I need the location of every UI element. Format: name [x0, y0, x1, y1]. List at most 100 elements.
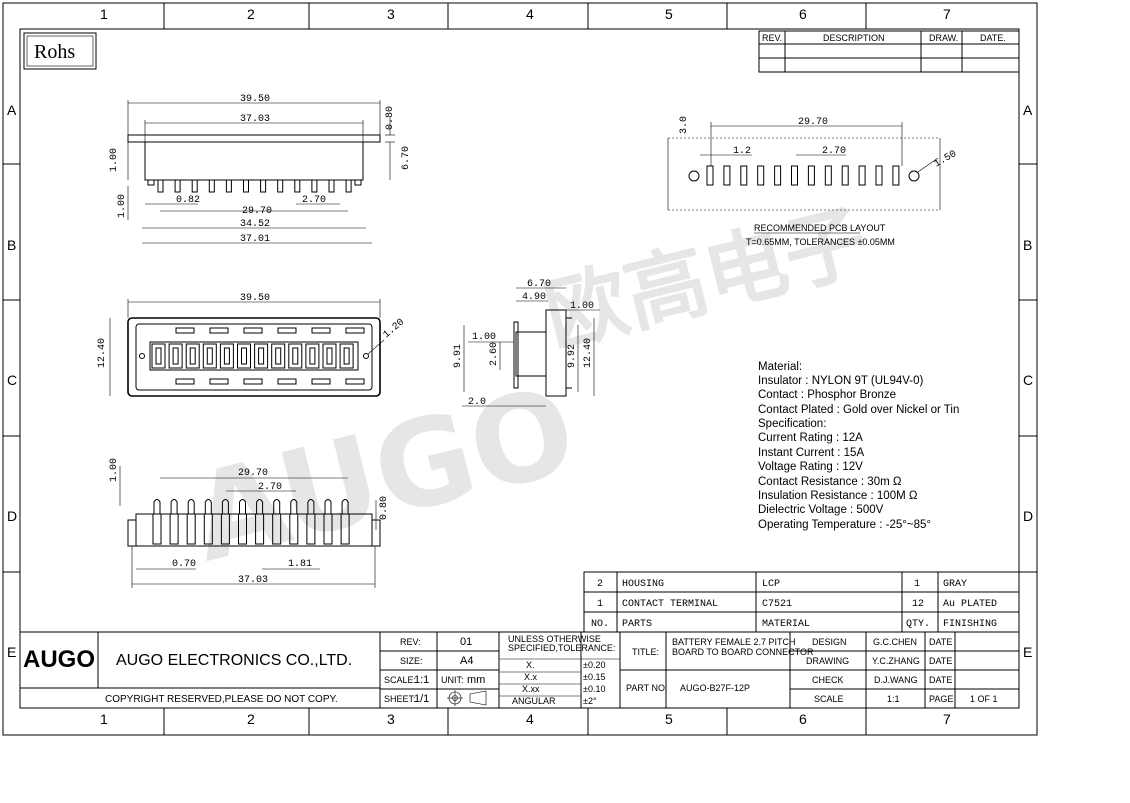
rev-header-draw: DRAW.: [929, 33, 958, 43]
contact: [189, 347, 196, 365]
contact-pin: [307, 499, 315, 514]
spec-line: Voltage Rating : 12V: [758, 461, 863, 473]
contact-pin: [243, 179, 249, 193]
contact-cavity: [185, 343, 200, 369]
pcb-dim-pitch: 2.70: [822, 146, 846, 157]
top-view: 39.50 37.03 0.80 6.70 1.00 1.00 0.82 29.…: [109, 94, 412, 245]
pcb-pad: [723, 165, 731, 186]
role-label: CHECK: [812, 675, 844, 685]
housing-slot: [209, 327, 229, 334]
side-dim-h4: 12.40: [583, 338, 594, 368]
tol-value: ±0.10: [583, 684, 605, 694]
contact: [275, 347, 282, 365]
spec-line: Insulation Resistance : 100M Ω: [758, 490, 918, 502]
side-dim-h3: 9.92: [567, 344, 578, 368]
bom-row-part: HOUSING: [622, 579, 664, 590]
contact-body: [255, 513, 265, 545]
contact-pin: [170, 499, 178, 514]
housing-slot: [277, 378, 297, 385]
top-dim-overall: 39.50: [240, 94, 270, 105]
role-name: G.C.CHEN: [873, 637, 917, 647]
top-dim-span: 29.70: [242, 206, 272, 217]
company-logo: AUGO: [23, 646, 95, 673]
housing-slot: [175, 378, 195, 385]
zone-left-c: C: [7, 372, 17, 388]
tol-value: ±0.20: [583, 660, 605, 670]
bom-row-qty: 1: [914, 579, 920, 590]
contact-cavity: [202, 343, 217, 369]
bom-row-no: 1: [597, 599, 603, 610]
role-date-label: DATE: [929, 675, 952, 685]
housing-slot: [243, 327, 263, 334]
role-date-label: DATE: [929, 637, 952, 647]
pcb-pad: [858, 165, 866, 186]
pcb-pad: [892, 165, 900, 186]
spec-line: Material:: [758, 361, 802, 373]
bom-row-material: C7521: [762, 599, 792, 610]
contact-pin: [225, 179, 232, 193]
side-dim-b: 4.90: [522, 292, 546, 303]
side-dim-c: 1.00: [570, 301, 594, 312]
contact: [292, 347, 299, 365]
zone-left-d: D: [7, 508, 17, 524]
housing-slot: [345, 378, 365, 385]
pcb-pad: [706, 165, 714, 186]
front-dim-hole: 1.20: [382, 317, 407, 341]
bottom-dim-thick: 0.80: [379, 496, 390, 520]
role-date-label: DATE: [929, 656, 952, 666]
role-name: D.J.WANG: [874, 675, 918, 685]
contact-pin: [328, 179, 335, 193]
bom-header-no: NO.: [591, 619, 609, 630]
page-value: 1 OF 1: [970, 694, 998, 704]
contact-cavity: [288, 343, 303, 369]
pcb-dim-gap: 1.2: [733, 146, 751, 157]
bottom-dim-base: 37.03: [238, 575, 268, 586]
tol-value: ±0.15: [583, 672, 605, 682]
top-dim-body: 37.03: [240, 114, 270, 125]
side-view: 6.70 4.90 1.00 1.00 9.91 2.60 9.92 12.40…: [453, 279, 600, 408]
pcb-pad: [791, 165, 798, 186]
side-dim-h1: 9.91: [453, 344, 464, 368]
rev-value: 01: [460, 636, 472, 648]
contact-body: [186, 513, 196, 545]
front-view: 39.50 12.40 1.20: [97, 293, 407, 397]
contact: [326, 347, 333, 365]
top-dim-pin-width: 0.82: [176, 195, 200, 206]
unit-value: mm: [467, 674, 485, 686]
zone-right-a: A: [1023, 102, 1033, 118]
spec-line: Insulator : NYLON 9T (UL94V-0): [758, 375, 923, 387]
contact-pin: [260, 179, 267, 193]
zone-left-b: B: [7, 237, 16, 253]
zone-top-3: 3: [387, 6, 395, 22]
bom-header-part: PARTS: [622, 619, 652, 630]
bom-header-finishing: FINISHING: [943, 619, 997, 630]
zone-bottom-1: 1: [100, 711, 108, 727]
contact-pin: [221, 499, 229, 514]
contact-pin: [324, 499, 332, 514]
bottom-dim-span: 29.70: [238, 468, 268, 479]
contact-pin: [345, 179, 352, 193]
pcb-pad: [774, 165, 782, 186]
contact-cavity: [271, 343, 286, 369]
bom-row-part: CONTACT TERMINAL: [622, 599, 718, 610]
side-dim-a: 6.70: [527, 279, 551, 290]
copyright-notice: COPYRIGHT RESERVED,PLEASE DO NOT COPY.: [105, 694, 338, 705]
peg: [147, 179, 155, 186]
bom-header-qty: QTY.: [906, 619, 930, 630]
spec-line: Contact Resistance : 30m Ω: [758, 476, 902, 488]
size-label: SIZE:: [400, 656, 423, 666]
role-label: DRAWING: [806, 656, 849, 666]
bom-row-finishing: GRAY: [943, 579, 967, 590]
rev-label: REV:: [400, 637, 421, 647]
scale2-label: SCALE: [814, 694, 844, 704]
title-block: AUGO AUGO ELECTRONICS CO.,LTD. COPYRIGHT…: [19, 631, 1020, 709]
contact-cavity: [151, 343, 166, 369]
pcb-dim-edge: 3.0: [679, 116, 690, 134]
contact: [309, 347, 316, 365]
zone-right-d: D: [1023, 508, 1033, 524]
contact-pin: [204, 499, 212, 514]
bom-header-material: MATERIAL: [762, 619, 810, 630]
contact-body: [169, 513, 179, 545]
scale-label: SCALE:: [384, 675, 416, 685]
